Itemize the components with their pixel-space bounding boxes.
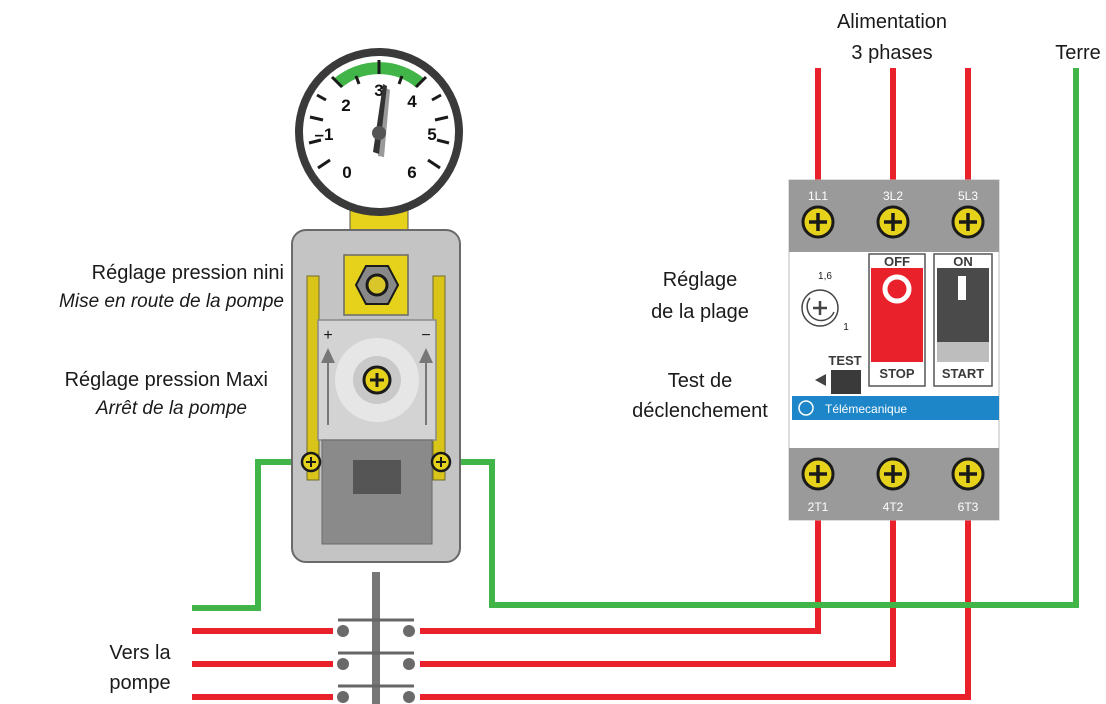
terminal-3l2: 3L2 (883, 189, 903, 203)
terminal-6t3: 6T3 (958, 500, 979, 514)
pump-wire-t1 (420, 520, 821, 634)
range-label-line2: de la plage (651, 301, 749, 323)
min-pressure-title: Réglage pression nini (92, 262, 284, 284)
stop-button[interactable] (871, 268, 923, 362)
earth-wires (192, 68, 1079, 611)
up-arrow-right (419, 348, 433, 363)
gauge-needle-shadow (378, 88, 390, 157)
gauge-scale-2: 2 (341, 96, 350, 115)
supply-label-line2: 3 phases (851, 42, 932, 64)
pressure-switch: + − (291, 229, 461, 563)
gauge-scale-0: 0 (342, 163, 351, 182)
start-label: START (942, 366, 984, 381)
disconnect-switch (337, 572, 415, 704)
terminal-2t1: 2T1 (808, 500, 829, 514)
plus-marker: + (323, 327, 332, 344)
motor-breaker: 1L1 3L2 5L3 2T1 4T2 6T3 (788, 179, 1000, 521)
earth-terminal-left (300, 451, 322, 473)
earth-terminal-right (430, 451, 452, 473)
range-label-line1: Réglage (663, 269, 738, 291)
stop-label: STOP (879, 366, 914, 381)
gauge-scale-1: –1 (315, 125, 334, 144)
up-arrow-left (321, 348, 335, 363)
max-pressure-screw[interactable] (362, 365, 392, 395)
on-label: ON (953, 254, 973, 269)
pump-wire-t2 (420, 520, 896, 667)
terminal-4t2: 4T2 (883, 500, 904, 514)
test-trip-line2: déclenchement (632, 400, 768, 422)
earth-wire-main (445, 68, 1079, 608)
terminal-screws (801, 205, 985, 491)
gauge-scale-4: 4 (407, 92, 417, 111)
earth-label: Terre (1055, 42, 1101, 64)
off-label: OFF (884, 254, 910, 269)
test-label: TEST (828, 353, 861, 368)
brand-name: Télémecanique (825, 402, 907, 416)
range-max-label: 1,6 (818, 271, 832, 282)
pump-label-line1: Vers la (109, 642, 171, 664)
pump-label-line2: pompe (109, 672, 170, 694)
pump-wire-t3 (420, 520, 971, 700)
max-pressure-title: Réglage pression Maxi (65, 369, 268, 391)
pressure-gauge: 0 –1 2 3 4 5 6 (295, 48, 463, 233)
start-symbol (958, 276, 966, 300)
gauge-scale-5: 5 (427, 125, 436, 144)
switch-connector (353, 460, 401, 494)
brand-logo-icon (798, 400, 814, 416)
earth-wire-pump (192, 459, 308, 611)
test-arrow-icon (815, 374, 826, 386)
terminal-1l1: 1L1 (808, 189, 828, 203)
range-min-label: 1 (843, 322, 849, 333)
supply-label-line1: Alimentation (837, 11, 947, 33)
terminal-5l3: 5L3 (958, 189, 978, 203)
range-adjust-dial[interactable] (801, 289, 839, 327)
brand-band (792, 396, 999, 420)
test-button[interactable] (831, 370, 861, 394)
test-trip-line1: Test de (668, 370, 732, 392)
minus-marker: − (421, 327, 430, 344)
phase-wires (192, 68, 971, 700)
min-pressure-subtitle: Mise en route de la pompe (59, 291, 284, 312)
max-pressure-subtitle: Arrêt de la pompe (95, 398, 247, 419)
gauge-scale-3: 3 (374, 81, 383, 100)
gauge-scale-6: 6 (407, 163, 416, 182)
